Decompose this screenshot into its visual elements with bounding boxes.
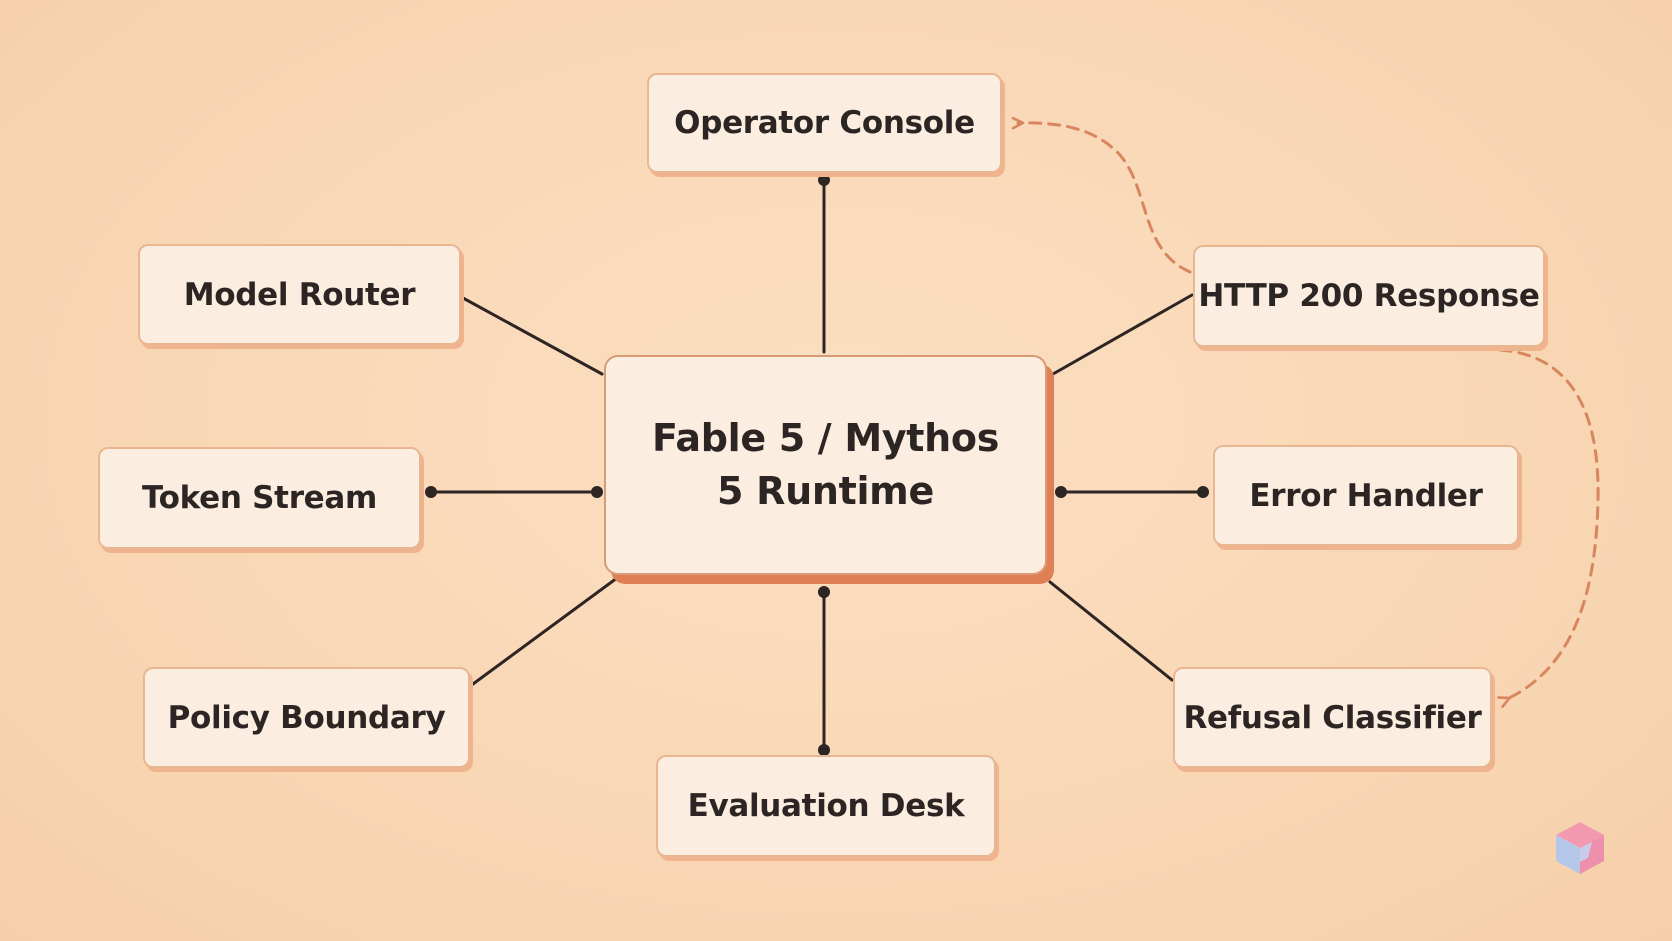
cube-logo-icon <box>1556 822 1604 874</box>
dashed-arrow-http-to-refusal <box>1497 348 1600 708</box>
node-center-runtime[interactable]: Fable 5 / Mythos 5 Runtime <box>604 355 1047 575</box>
node-operator-console[interactable]: Operator Console <box>647 73 1002 173</box>
node-label: Error Handler <box>1249 477 1483 514</box>
node-label: Token Stream <box>141 480 378 516</box>
center-node-label: Fable 5 / Mythos 5 Runtime <box>651 415 1000 513</box>
node-model-router[interactable]: Model Router <box>138 244 461 345</box>
edge-center-model-router <box>461 296 604 376</box>
edge-center-http-response <box>1051 293 1194 376</box>
edge-center-policy-boundary <box>471 576 619 686</box>
node-label: HTTP 200 Response <box>1198 278 1540 314</box>
connector-dot <box>1055 486 1067 498</box>
connector-dot <box>818 174 830 186</box>
connector-dot <box>591 486 603 498</box>
node-label: Evaluation Desk <box>687 788 965 824</box>
node-policy-boundary[interactable]: Policy Boundary <box>143 667 470 768</box>
dashed-arrow-http-to-operator <box>1011 116 1192 274</box>
edge-center-refusal-classifier <box>1048 580 1174 682</box>
connector-dot <box>425 486 437 498</box>
node-error-handler[interactable]: Error Handler <box>1213 445 1519 546</box>
node-evaluation-desk[interactable]: Evaluation Desk <box>656 755 996 857</box>
connector-dot <box>1197 486 1209 498</box>
node-label: Operator Console <box>674 105 975 141</box>
node-label: Policy Boundary <box>167 699 446 736</box>
connector-dot <box>818 744 830 756</box>
node-token-stream[interactable]: Token Stream <box>98 447 421 549</box>
node-http-response[interactable]: HTTP 200 Response <box>1193 245 1545 347</box>
node-label: Model Router <box>183 276 416 313</box>
connector-dot <box>818 586 830 598</box>
node-label: Refusal Classifier <box>1183 699 1482 736</box>
node-refusal-classifier[interactable]: Refusal Classifier <box>1173 667 1492 768</box>
